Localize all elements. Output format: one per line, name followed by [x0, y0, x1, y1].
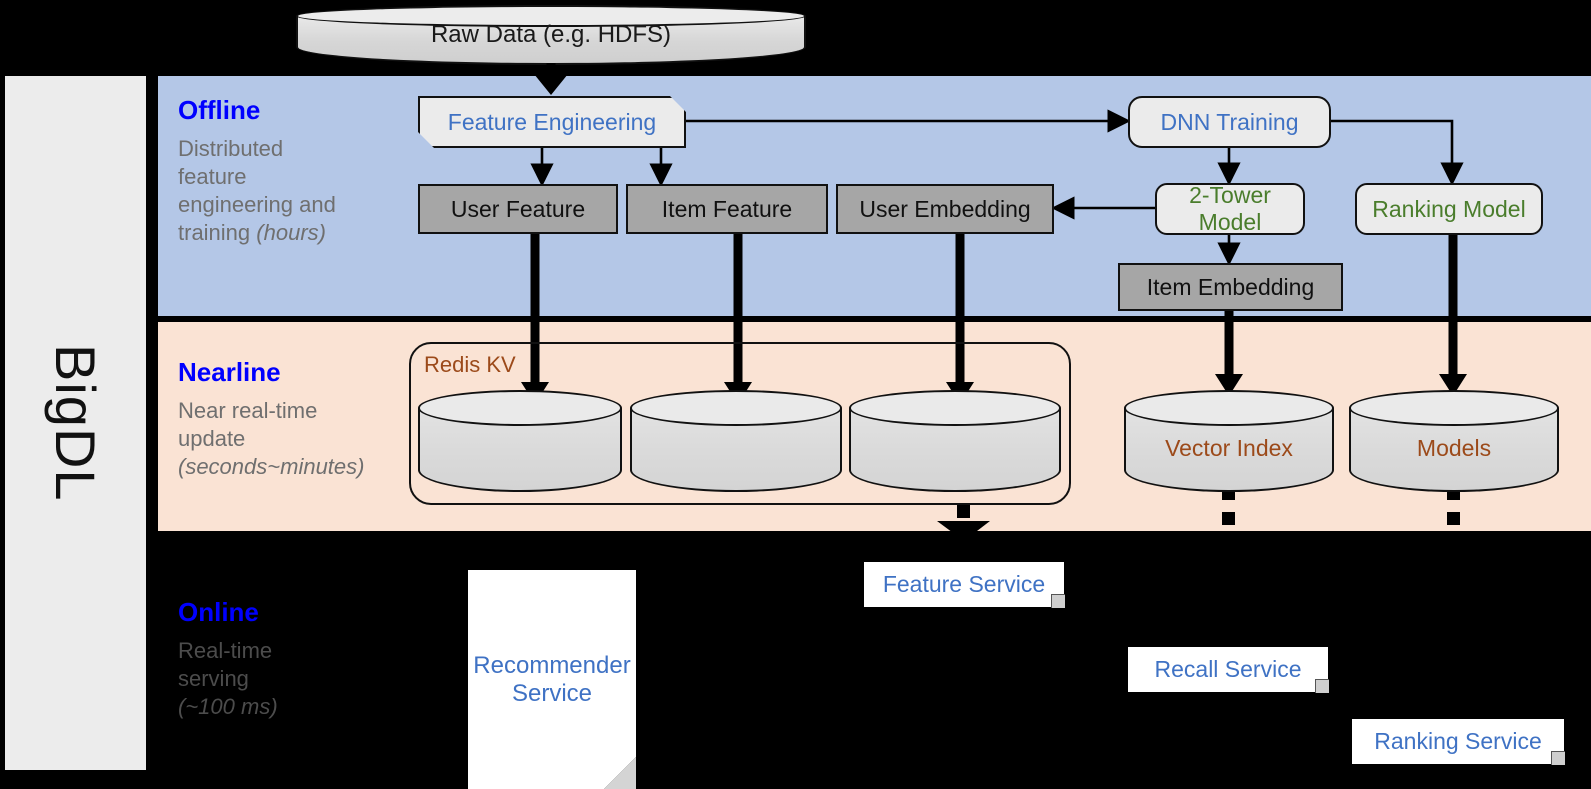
- card-recall-service[interactable]: Recall Service: [1128, 647, 1328, 692]
- card-feature-service-label: Feature Service: [882, 571, 1046, 597]
- node-user-embedding-label: User Embedding: [859, 195, 1031, 222]
- nearline-caption: Nearline Near real-time update (seconds~…: [178, 358, 418, 481]
- store-models[interactable]: Models: [1349, 390, 1559, 492]
- node-item-embedding-label: Item Embedding: [1146, 273, 1315, 300]
- platform-name: BigDL: [44, 344, 107, 502]
- cylinder-top: [296, 5, 806, 27]
- page-fold-icon: [1051, 594, 1065, 608]
- offline-title: Offline: [178, 95, 261, 125]
- card-recall-service-label: Recall Service: [1154, 656, 1302, 682]
- cylinder-top: [418, 390, 622, 426]
- cylinder-top: [1124, 390, 1334, 426]
- page-fold-icon: [1551, 751, 1565, 765]
- store-user-feature-label: [418, 404, 622, 492]
- cylinder-top: [1349, 390, 1559, 426]
- node-two-tower-model-label: 2-Tower Model: [1189, 182, 1271, 235]
- redis-kv-container: [409, 342, 1071, 505]
- node-ranking-model-label: Ranking Model: [1372, 195, 1526, 222]
- store-item-feature[interactable]: [630, 390, 842, 492]
- redis-kv-label: Redis KV: [424, 352, 516, 377]
- node-two-tower-model[interactable]: 2-Tower Model: [1155, 182, 1305, 235]
- nearline-title: Nearline: [178, 357, 281, 387]
- store-vector-index[interactable]: Vector Index: [1124, 390, 1334, 492]
- offline-desc-l3: engineering and: [178, 191, 336, 217]
- online-caption: Online Real-time serving (~100 ms): [178, 598, 408, 721]
- offline-caption: Offline Distributed feature engineering …: [178, 96, 408, 247]
- node-dnn-training[interactable]: DNN Training: [1128, 96, 1331, 148]
- card-feature-service[interactable]: Feature Service: [864, 562, 1064, 607]
- card-ranking-service-label: Ranking Service: [1374, 728, 1542, 754]
- offline-desc-l4: training: [178, 220, 257, 246]
- nearline-desc-l2: update: [178, 425, 246, 451]
- node-dnn-training-label: DNN Training: [1160, 108, 1299, 135]
- online-desc: Real-time serving (~100 ms): [178, 637, 408, 721]
- node-user-embedding[interactable]: User Embedding: [836, 184, 1054, 234]
- cylinder-top: [849, 390, 1061, 426]
- raw-data-store: Raw Data (e.g. HDFS): [296, 5, 806, 65]
- offline-desc-italic: (hours): [256, 220, 326, 246]
- node-item-embedding[interactable]: Item Embedding: [1118, 263, 1343, 311]
- nearline-desc-l1: Near real-time: [178, 397, 318, 423]
- node-item-feature[interactable]: Item Feature: [626, 184, 828, 234]
- raw-data-label: Raw Data (e.g. HDFS): [430, 21, 672, 48]
- offline-desc-l2: feature: [178, 163, 247, 189]
- store-user-embedding-label: [849, 404, 1061, 492]
- online-title: Online: [178, 597, 259, 627]
- online-desc-italic: (~100 ms): [178, 693, 278, 719]
- node-ranking-model[interactable]: Ranking Model: [1355, 183, 1543, 235]
- store-models-label: Models: [1416, 434, 1492, 461]
- card-recommender-service-label: Recommender Service: [473, 651, 631, 707]
- node-user-feature-label: User Feature: [450, 195, 586, 222]
- offline-desc-l1: Distributed: [178, 135, 284, 161]
- raw-data-cylinder: Raw Data (e.g. HDFS): [296, 5, 806, 65]
- store-user-feature[interactable]: [418, 390, 622, 492]
- cylinder-top: [630, 390, 842, 426]
- store-item-feature-label: [630, 404, 842, 492]
- page-fold-icon: [1315, 679, 1329, 693]
- bigdl-label-wrap: BigDL: [5, 76, 146, 770]
- nearline-desc-italic: (seconds~minutes): [178, 453, 365, 479]
- node-item-feature-label: Item Feature: [661, 195, 793, 222]
- nearline-desc: Near real-time update (seconds~minutes): [178, 397, 418, 481]
- node-user-feature[interactable]: User Feature: [418, 184, 618, 234]
- store-vector-index-label: Vector Index: [1165, 434, 1293, 461]
- node-feature-engineering-label: Feature Engineering: [447, 108, 657, 135]
- bigdl-sidebar: BigDL: [5, 76, 146, 770]
- online-desc-l1: Real-time: [178, 637, 273, 663]
- card-ranking-service[interactable]: Ranking Service: [1352, 719, 1564, 764]
- card-recommender-service[interactable]: Recommender Service: [468, 570, 636, 789]
- cylinder-body: [630, 408, 842, 492]
- offline-desc: Distributed feature engineering and trai…: [178, 135, 408, 248]
- online-desc-l2: serving: [178, 665, 249, 691]
- node-feature-engineering[interactable]: Feature Engineering: [418, 96, 686, 148]
- store-user-embedding[interactable]: [849, 390, 1061, 492]
